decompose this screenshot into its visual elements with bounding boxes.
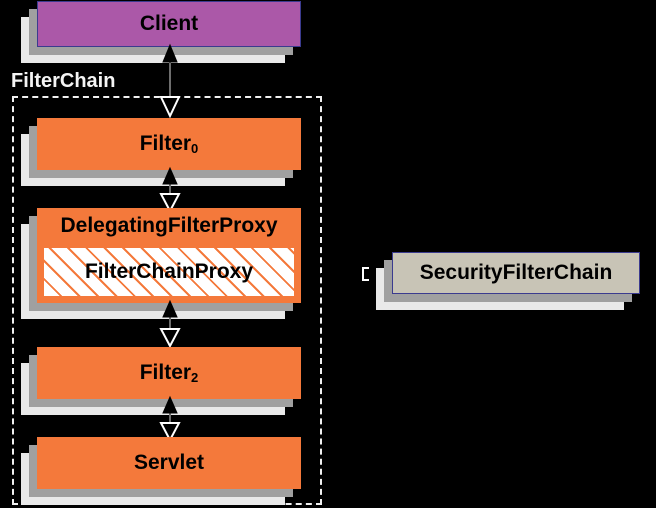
- security-filter-chain-label: SecurityFilterChain: [392, 252, 640, 294]
- node-delegating-filter-proxy[interactable]: DelegatingFilterProxy FilterChainProxy: [21, 208, 301, 319]
- node-client[interactable]: Client: [21, 1, 301, 63]
- connector-delegating-filter2: [158, 299, 182, 349]
- dfp-face: DelegatingFilterProxy FilterChainProxy: [37, 208, 301, 303]
- filter2-label-text: Filter: [139, 360, 192, 384]
- filter0-subscript: 0: [191, 140, 199, 156]
- connector-client-filter0: [158, 43, 182, 119]
- delegating-filter-proxy-label: DelegatingFilterProxy: [60, 213, 278, 237]
- node-servlet[interactable]: Servlet: [21, 437, 301, 505]
- connector-filter2-servlet: [158, 395, 182, 443]
- filterchain-label: FilterChain: [11, 70, 116, 92]
- connector-filter0-delegating: [158, 166, 182, 214]
- filter0-label-text: Filter: [139, 131, 192, 155]
- filter2-subscript: 2: [191, 369, 199, 385]
- servlet-label: Servlet: [37, 437, 301, 489]
- node-security-filter-chain[interactable]: SecurityFilterChain: [376, 252, 640, 310]
- client-label: Client: [37, 1, 301, 47]
- filter-chain-proxy-label[interactable]: FilterChainProxy: [44, 248, 294, 296]
